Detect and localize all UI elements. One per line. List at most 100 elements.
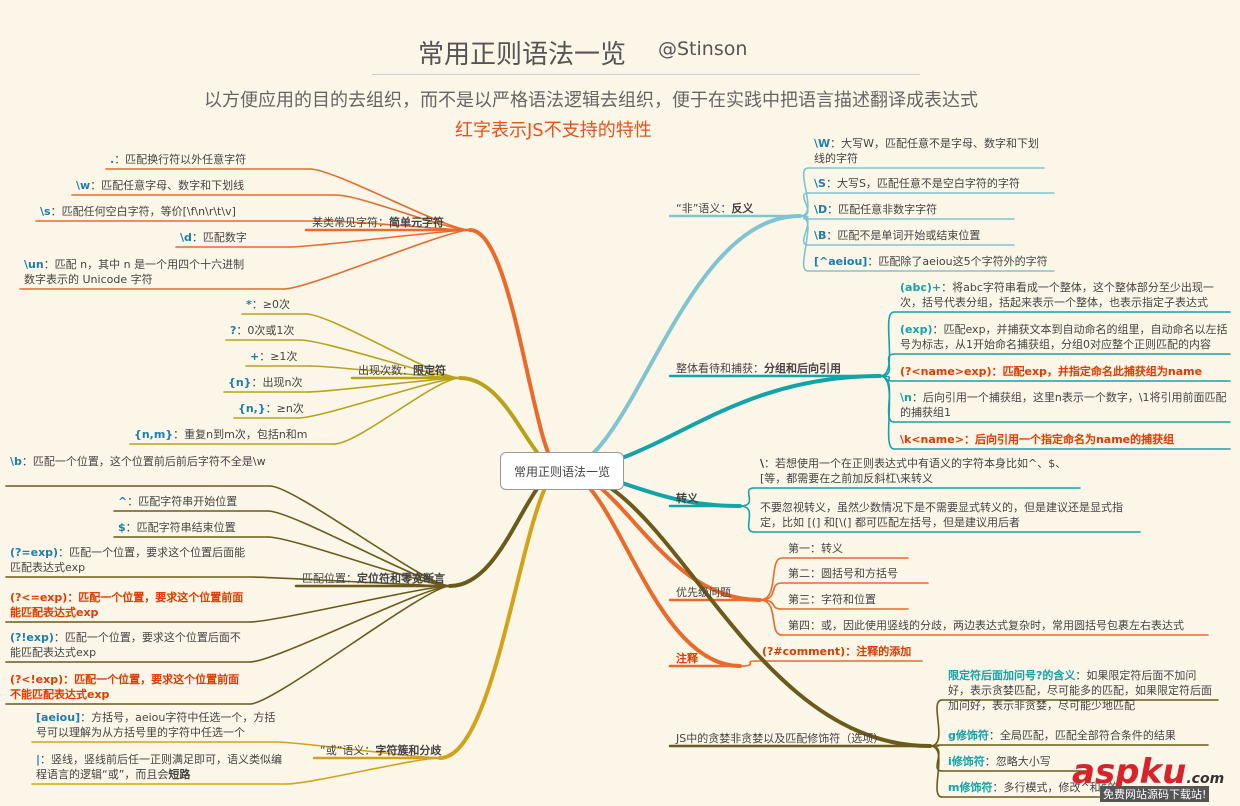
node-key: \d [180, 231, 192, 244]
node-quant-4: {n,}：≥n次 [238, 401, 304, 416]
node-key: \b [10, 455, 22, 468]
link-line [307, 377, 461, 393]
node-neg-3: \B：匹配不是单词开始或结束位置 [814, 228, 980, 243]
node-neg-1: \S：大写S，匹配任意不是空白字符的字符 [814, 176, 1020, 191]
branch-label-text: 某类常见字符： [312, 216, 389, 229]
node-text: 第四：或，因此使用竖线的分歧，两边表达式复杂时，常用圆括号包裹左右表达式 [788, 619, 1184, 632]
node-text: ：竖线，竖线前后任一正则满足即可，语义类似编程语言的逻辑“或”，而且会 [36, 753, 283, 781]
node-key: (exp) [900, 323, 933, 336]
link-line [739, 505, 755, 533]
link-line [289, 229, 471, 248]
node-group-3: \n：后向引用一个捕获组，这里n表示一个数字，\1将引用前面匹配的捕获组1 [900, 390, 1230, 420]
node-key: * [246, 298, 252, 311]
node-text: ：大写W，匹配任意不是字母、数字和下划线的字符 [814, 137, 1040, 165]
node-group-0: (abc)+：将abc字符串看成一个整体，这个整体部分至少出现一次，括号代表分组… [900, 280, 1230, 310]
node-key: {n,m} [134, 428, 174, 441]
node-text: ：后向引用一个捕获组，这里n表示一个数字，\1将引用前面匹配的捕获组1 [900, 391, 1227, 419]
link-line [267, 536, 451, 587]
node-key: (abc)+ [900, 281, 942, 294]
node-anchor-3: (?=exp)：匹配一个位置，要求这个位置后面能匹配表达式exp [10, 545, 250, 575]
link-line [329, 220, 471, 231]
node-quant-0: *：≥0次 [246, 297, 290, 312]
node-anchor-5: (?!exp)：匹配一个位置，要求这个位置后面不能匹配表达式exp [10, 630, 250, 660]
node-greedy-3: m修饰符：多行模式，修改^和$的 [948, 780, 1119, 795]
node-key: [aeiou] [36, 711, 81, 724]
node-text: ：匹配任何空白字符，等价[\f\n\r\t\v] [50, 205, 236, 218]
node-greedy-2: i修饰符：忽略大小写 [948, 754, 1051, 769]
node-text: ：匹配一个位置，要求这个位置前面不能匹配表达式exp [10, 673, 240, 701]
node-text: ：匹配exp，并指定命名此捕获组为name [991, 365, 1203, 378]
node-neg-0: \W：大写W，匹配任意不是字母、数字和下划线的字符 [814, 136, 1044, 166]
node-key: \ [760, 457, 765, 470]
node-key: \n [900, 391, 912, 404]
node-group-2: (?<name>exp)：匹配exp，并指定命名此捕获组为name [900, 364, 1202, 379]
branch-label-text: 匹配位置： [302, 572, 357, 585]
node-key: (?#comment) [762, 645, 846, 658]
link-line [468, 228, 563, 472]
node-key: [^aeiou] [814, 255, 868, 268]
node-text: ：匹配 n，其中 n 是一个用四个十六进制数字表示的 Unicode 字符 [24, 258, 245, 286]
node-quant-2: +：≥1次 [250, 349, 297, 364]
node-text: ：匹配换行符以外任意字符 [114, 153, 247, 166]
node-key: ? [230, 324, 237, 337]
node-simple-4: \un：匹配 n，其中 n 是一个用四个十六进制数字表示的 Unicode 字符 [24, 257, 254, 287]
node-key: \k<name> [900, 433, 964, 446]
link-line [759, 557, 783, 601]
page-title: 常用正则语法一览 [418, 40, 627, 70]
node-key: {n} [228, 376, 252, 389]
node-text: ：方括号，aeiou字符中任选一个，方括号可以理解为从方括号里的字符中任选一个 [36, 711, 276, 739]
link-line [275, 741, 441, 759]
node-key: \S [814, 177, 826, 190]
node-anchor-0: \b：匹配一个位置，这个位置前后前后字符不全是\w [10, 454, 270, 469]
link-line [305, 313, 461, 379]
link-line [297, 377, 461, 419]
node-quant-3: {n}：出现n次 [228, 375, 302, 390]
node-text: ：匹配一个位置，这个位置前后前后字符不全是\w [21, 455, 266, 468]
node-key: + [250, 350, 260, 363]
node-priority-0: 第一：转义 [788, 541, 843, 556]
page-subtitle: 以方便应用的目的去组织，而不是以严格语法逻辑去组织，便于在实践中把语言描述翻译成… [204, 90, 978, 111]
node-priority-1: 第二：圆括号和方括号 [788, 566, 898, 581]
link-line [285, 757, 441, 785]
node-text: ：匹配一个位置，要求这个位置前面能匹配表达式exp [10, 591, 244, 619]
node-simple-0: .：匹配换行符以外任意字符 [110, 152, 246, 167]
link-line [879, 311, 895, 377]
node-priority-2: 第三：字符和位置 [788, 592, 876, 607]
node-greedy-1: g修饰符：全局匹配，匹配全部符合条件的结果 [948, 728, 1176, 743]
node-text: ：将abc字符串看成一个整体，这个整体部分至少出现一次，括号代表分组，括起来表示… [900, 281, 1214, 309]
node-text: ：匹配字符串开始位置 [127, 495, 238, 508]
node-text: ：忽略大小写 [984, 755, 1051, 768]
node-text: ：匹配不是单词开始或结束位置 [826, 229, 981, 242]
node-text: ：匹配一个位置，要求这个位置后面能匹配表达式exp [10, 546, 246, 574]
node-text: ：大写S，匹配任意不是空白字符的字符 [825, 177, 1020, 190]
branch-label-bold: 定位符和零宽断言 [357, 572, 445, 585]
node-quant-5: {n,m}：重复n到m次，包括n和m [134, 427, 308, 442]
node-neg-4: [^aeiou]：匹配除了aeiou这5个字符外的字符 [814, 254, 1048, 269]
node-key: \w [76, 179, 91, 192]
branch-label-text: 出现次数： [358, 364, 413, 377]
link-line [879, 375, 895, 450]
node-key: i修饰符 [948, 755, 985, 768]
node-key: (?<name>exp) [900, 365, 992, 378]
node-bold: 短路 [168, 768, 191, 781]
link-line [249, 576, 451, 587]
link-line [929, 745, 943, 798]
node-key: \B [814, 229, 827, 242]
node-comment-0: (?#comment)：注释的添加 [762, 644, 911, 659]
node-key: (?=exp) [10, 546, 59, 559]
branch-label-priority: 优先级问题 [676, 584, 731, 600]
link-line [309, 168, 471, 231]
branch-label-quant: 出现次数：限定符 [358, 362, 446, 378]
branch-label-greedy: JS中的贪婪非贪婪以及匹配修饰符（选项） [676, 730, 884, 746]
link-line [929, 699, 943, 747]
node-text: ：如果限定符后面不加问好，表示贪婪匹配，尽可能多的匹配，如果限定符后面加问好，表… [948, 669, 1212, 712]
central-node: 常用正则语法一览 [500, 452, 624, 490]
branch-label-text: “或”语义： [320, 744, 376, 757]
node-greedy-0: 限定符后面加问号?的含义：如果限定符后面不加问好，表示贪婪匹配，尽可能多的匹配，… [948, 668, 1218, 713]
node-anchor-6: (?<!exp)：匹配一个位置，要求这个位置前面不能匹配表达式exp [10, 672, 250, 702]
link-line [799, 215, 809, 272]
branch-label-simple: 某类常见字符：简单元字符 [312, 214, 444, 230]
node-text: ：多行模式，修改^和$的 [992, 781, 1119, 794]
node-key: (?<=exp) [10, 591, 68, 604]
